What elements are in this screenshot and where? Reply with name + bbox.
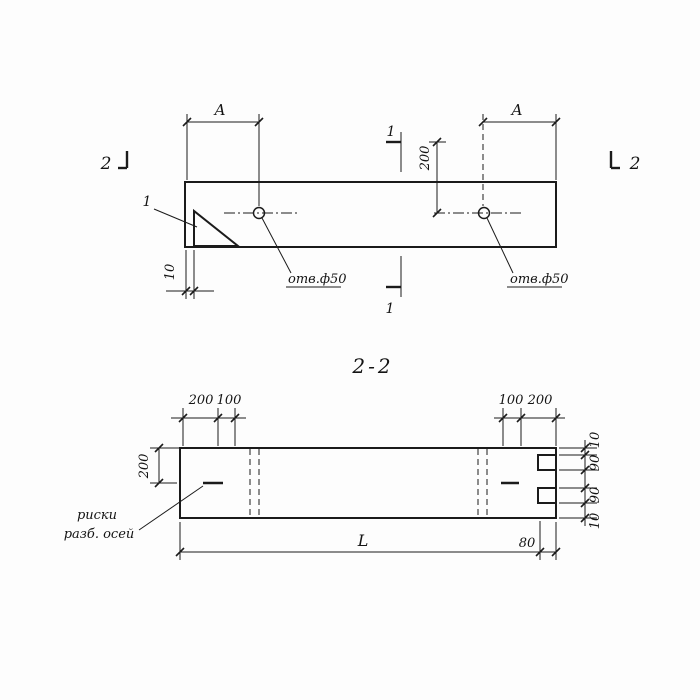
dim-tick [432, 137, 442, 147]
section1-top-label: 1 [387, 124, 396, 140]
beam-outline-plan [184, 181, 557, 248]
dim-height-200: 200 [137, 443, 179, 488]
dim-r-10-top-label: 10 [588, 432, 603, 449]
dim-tick [178, 413, 188, 423]
dim-tick [551, 117, 561, 127]
dim-chain-top-right: 100 200 [494, 393, 565, 446]
dim-right-100-label: 100 [499, 393, 524, 408]
dim-10-label: 10 [163, 264, 178, 281]
dim-chain-top-left: 200 100 [171, 393, 246, 446]
dim-tick [580, 450, 590, 460]
dim-tick [535, 547, 545, 557]
dim-tick [551, 413, 561, 423]
section2-left-label: 2 [100, 154, 112, 174]
dim-200-vert-label: 200 [418, 146, 433, 172]
axes-label-line1: риски [77, 508, 117, 523]
dim-chain-right: 10 90 90 10 [559, 432, 603, 530]
dim-a-right-label: A [510, 101, 523, 119]
leader-line [486, 217, 514, 274]
dim-tick [580, 465, 590, 475]
axes-label-line2: разб. осей [64, 527, 135, 542]
section1-mark-top: 1 [386, 124, 402, 172]
section2-right-label: 2 [629, 154, 641, 174]
dim-tick [580, 498, 590, 508]
hole-right-callout: отв.ф50 [486, 217, 569, 288]
dim-a-left: A [182, 101, 264, 206]
detail-callout-label: 1 [143, 194, 152, 210]
dim-tick [516, 413, 526, 423]
dim-tick [478, 117, 488, 127]
dim-tick [182, 117, 192, 127]
detail-leader-line [153, 208, 198, 228]
section1-bottom-label: 1 [386, 301, 395, 317]
dim-tick [181, 286, 191, 296]
dim-tick [230, 413, 240, 423]
dim-tick [189, 286, 199, 296]
leader-line [138, 485, 204, 531]
dim-tick [254, 117, 264, 127]
hole-left-label: отв.ф50 [288, 272, 347, 287]
hole-left-callout: отв.ф50 [261, 217, 347, 288]
dim-200-vertical: 200 [418, 137, 446, 218]
dim-a-right: A [478, 101, 561, 206]
plan-view: 1 A A 2 2 [100, 101, 641, 317]
dim-10-plate: 10 [163, 250, 214, 299]
dim-left-200-label: 200 [188, 393, 214, 408]
dim-r-90-bottom-label: 90 [588, 487, 603, 504]
dim-right-200-label: 200 [527, 393, 553, 408]
beam-outline-section [179, 447, 557, 519]
dim-tick [551, 547, 561, 557]
dim-tick [154, 443, 164, 453]
hole-right-label: отв.ф50 [510, 272, 569, 287]
dim-tick [432, 208, 442, 218]
dim-tick [213, 413, 223, 423]
section2-mark-right: 2 [609, 151, 641, 174]
dim-tick [154, 478, 164, 488]
dim-tick [580, 513, 590, 523]
dim-height-200-label: 200 [137, 454, 152, 480]
dim-tick [580, 483, 590, 493]
dim-r-90-top-label: 90 [588, 455, 603, 472]
dim-tick [580, 443, 590, 453]
axes-callout: риски разб. осей [64, 485, 204, 542]
section1-mark-bottom: 1 [386, 256, 402, 317]
end-notch-upper [537, 454, 557, 471]
dim-r-10-bottom-label: 10 [588, 513, 603, 530]
dim-tick [175, 547, 185, 557]
dim-chain-bottom: L 80 [175, 521, 561, 560]
section2-mark-left: 2 [100, 151, 129, 174]
end-notch-lower [537, 487, 557, 504]
dim-length-label: L [357, 531, 369, 550]
dim-80-label: 80 [519, 536, 536, 551]
dim-left-100-label: 100 [217, 393, 242, 408]
leader-line [261, 217, 292, 274]
corner-plate-triangle [193, 208, 241, 247]
section-view: 2-2 200 [64, 354, 603, 560]
section-title: 2-2 [351, 354, 393, 378]
dim-a-left-label: A [213, 101, 226, 119]
dim-tick [498, 413, 508, 423]
